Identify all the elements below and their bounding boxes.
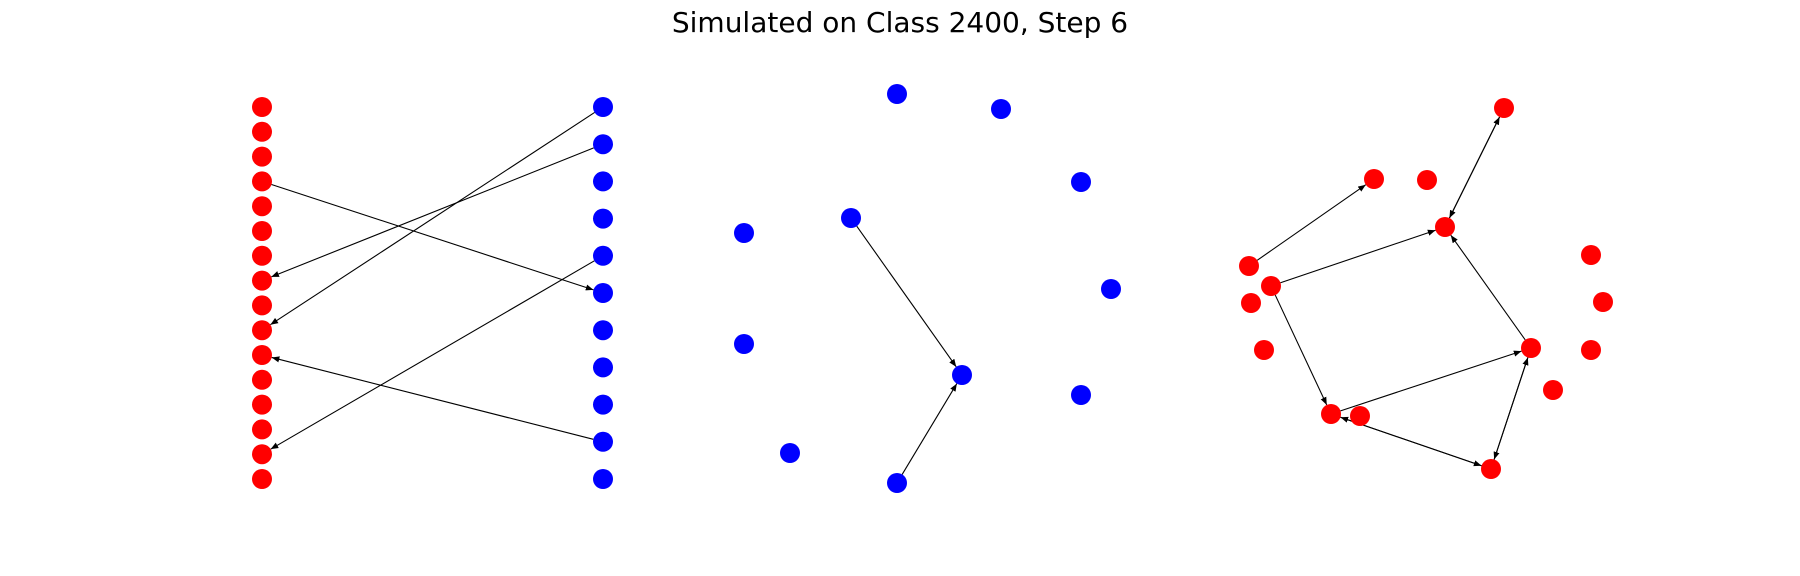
bipartite-edge-R1-L7 (271, 147, 594, 278)
blue-graph-node-b2 (1071, 172, 1091, 192)
bipartite-node-R6 (593, 320, 613, 341)
blue-graph-node-b1 (991, 99, 1011, 119)
bipartite-node-R9 (593, 431, 613, 452)
bipartite-node-L5 (252, 221, 272, 241)
red-graph-node-r5 (1261, 276, 1281, 296)
blue-graph-node-b3 (841, 208, 861, 228)
blue-graph-node-b7 (734, 334, 754, 354)
red-graph-edge-r5-r3 (1280, 229, 1436, 284)
bipartite-node-L2 (252, 146, 272, 167)
bipartite-edge-L3-R5 (271, 183, 594, 291)
bipartite-node-L1 (252, 121, 272, 142)
red-graph-node-r3 (1435, 217, 1455, 237)
red-graph-node-r12 (1521, 338, 1541, 358)
bipartite-node-L4 (252, 196, 272, 217)
bipartite-node-R3 (593, 208, 613, 229)
bipartite-node-L8 (252, 295, 272, 316)
red-graph-node-r8 (1593, 292, 1613, 312)
red-graph-edge-r5-r14 (1274, 294, 1328, 406)
red-graph-edge-r14-r12 (1340, 350, 1522, 412)
red-graph-node-r1 (1364, 169, 1384, 189)
bipartite-node-R0 (593, 97, 613, 117)
figure-title: Simulated on Class 2400, Step 6 (671, 6, 1129, 39)
blue-graph-node-b10 (887, 473, 907, 493)
bipartite-edge-R4-L14 (270, 260, 595, 450)
bipartite-node-L15 (252, 469, 272, 489)
red-graph-node-r2 (1417, 170, 1437, 190)
red-graph-node-r6 (1241, 293, 1261, 313)
bipartite-node-R2 (593, 171, 613, 192)
red-graph-node-r4 (1239, 256, 1259, 276)
blue-graph-node-b6 (952, 365, 972, 385)
bipartite-node-R5 (593, 283, 613, 303)
red-graph-node-r0 (1494, 98, 1514, 118)
blue-graph-node-b4 (734, 223, 754, 243)
nodes-layer (252, 84, 1613, 493)
red-graph-node-r7 (1581, 245, 1601, 265)
bipartite-node-R4 (593, 245, 613, 266)
blue-graph-edge-b10-b6 (901, 383, 958, 475)
bipartite-node-L0 (252, 97, 272, 117)
red-graph-edge-r16-r12 (1493, 357, 1529, 460)
blue-graph-node-b0 (887, 84, 907, 104)
bipartite-node-R1 (593, 134, 613, 155)
bipartite-edge-R0-L9 (270, 112, 595, 326)
blue-graph-node-b9 (780, 443, 800, 463)
red-graph-edge-r0-r3 (1448, 116, 1501, 219)
edges-layer (270, 112, 1529, 475)
blue-graph-edge-b3-b6 (856, 225, 957, 368)
bipartite-node-L10 (252, 345, 272, 365)
bipartite-node-L9 (252, 320, 272, 341)
blue-graph-node-b5 (1101, 279, 1121, 299)
blue-graph-node-b8 (1071, 385, 1091, 405)
red-graph-edge-r12-r3 (1450, 234, 1526, 341)
bipartite-node-L12 (252, 394, 272, 415)
bipartite-node-L3 (252, 171, 272, 192)
red-graph-node-r10 (1581, 340, 1601, 360)
bipartite-node-L7 (252, 270, 272, 291)
bipartite-node-L13 (252, 419, 272, 440)
bipartite-edge-R9-L10 (271, 356, 594, 440)
red-graph-node-r9 (1254, 340, 1274, 360)
red-graph-node-r13 (1350, 406, 1370, 426)
bipartite-node-L11 (252, 369, 272, 390)
red-graph-edge-r4-r1 (1256, 184, 1367, 261)
bipartite-node-L14 (252, 444, 272, 465)
bipartite-node-L6 (252, 245, 272, 266)
bipartite-node-R8 (593, 394, 613, 415)
bipartite-node-R7 (593, 357, 613, 378)
red-graph-node-r16 (1481, 459, 1501, 479)
red-graph-node-r14 (1321, 404, 1341, 424)
bipartite-node-R10 (593, 469, 613, 489)
red-graph-node-r11 (1543, 380, 1563, 400)
red-graph-edge-r16-r14 (1340, 416, 1482, 467)
